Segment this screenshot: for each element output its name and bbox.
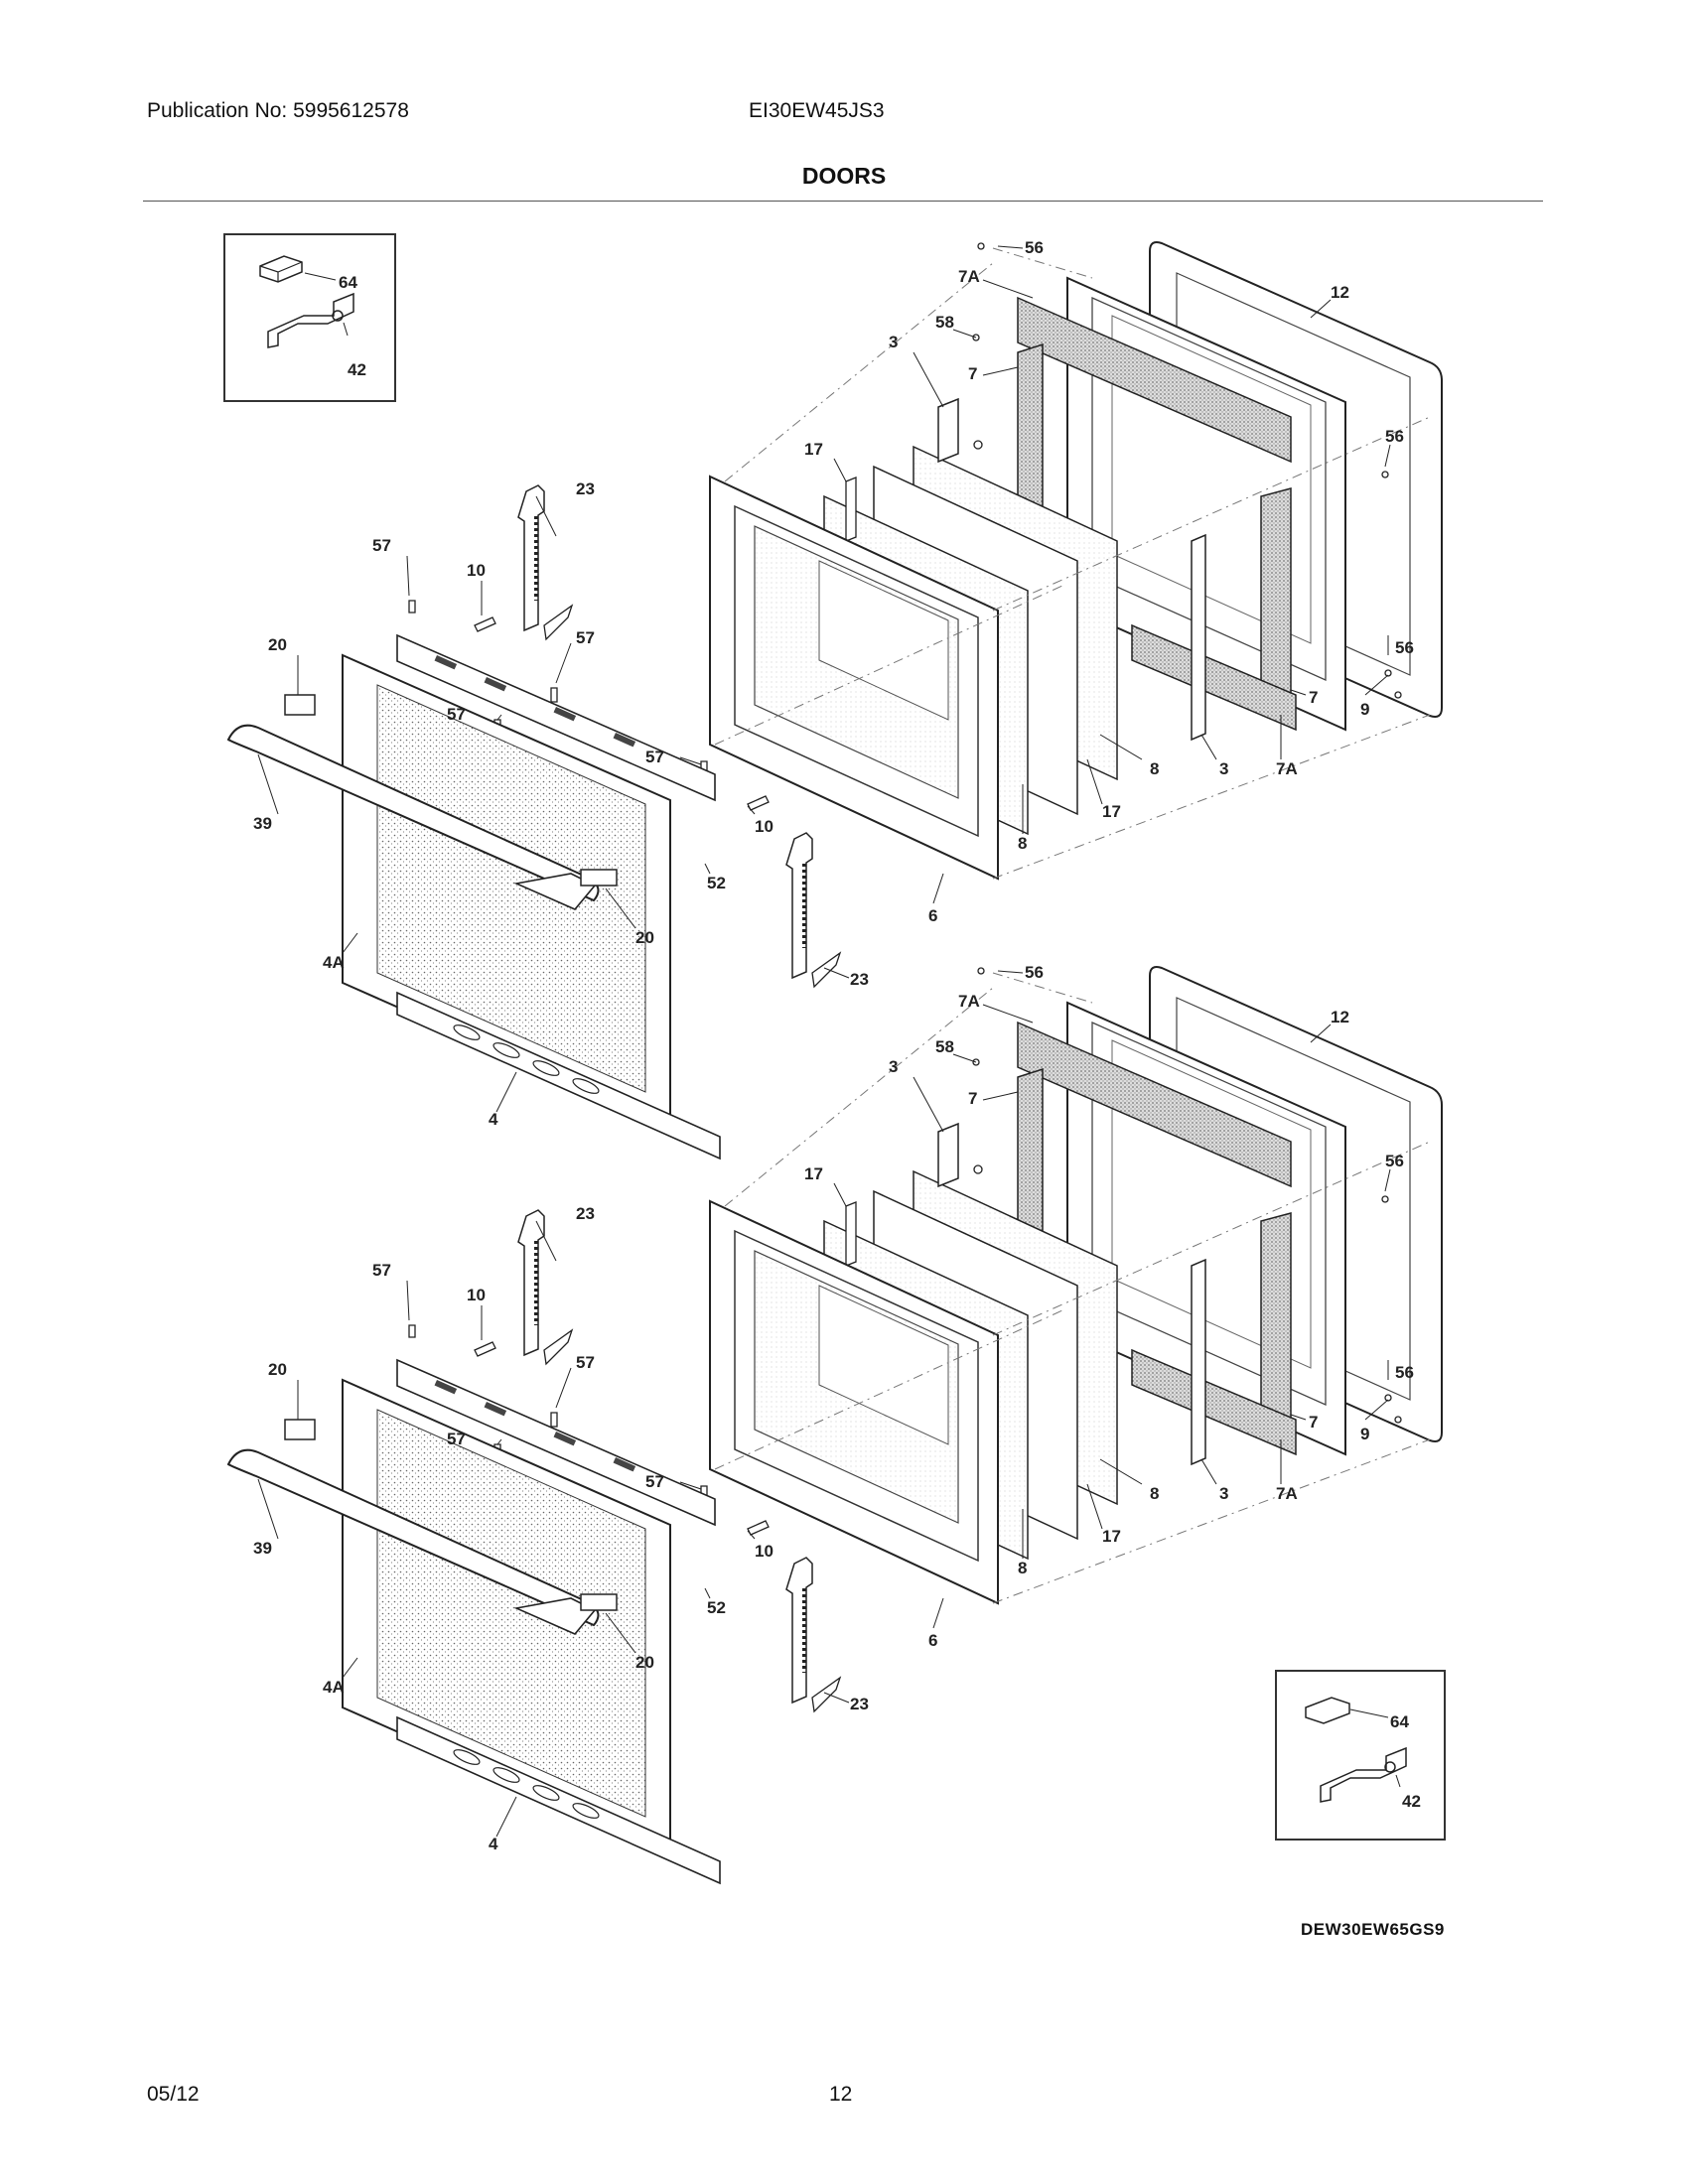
label-20: 20: [268, 635, 287, 654]
label-42: 42: [348, 360, 366, 379]
label-4: 4: [489, 1110, 498, 1129]
label-8: 8: [1018, 834, 1027, 853]
label-57: 57: [645, 748, 664, 766]
label-52: 52: [707, 874, 726, 892]
label-4A: 4A: [323, 953, 345, 972]
door-assembly-lower: [226, 961, 1444, 1885]
label-3: 3: [1219, 759, 1228, 778]
label-42-inset: 42: [1402, 1792, 1421, 1811]
label-58: 58: [935, 313, 954, 332]
publication-date: 05/12: [147, 2083, 200, 2106]
label-56: 56: [1385, 427, 1404, 446]
diagram-code: DEW30EW65GS9: [1301, 1920, 1445, 1939]
label-64-inset: 64: [1390, 1712, 1409, 1731]
label-6: 6: [928, 906, 937, 925]
label-3: 3: [889, 333, 898, 351]
inset-box-top: 64 42: [223, 233, 396, 402]
label-57: 57: [576, 628, 595, 647]
label-8: 8: [1150, 759, 1159, 778]
header-divider: [143, 201, 1543, 202]
publication-number: Publication No: 5995612578: [147, 99, 409, 122]
label-64: 64: [339, 273, 357, 292]
door-assembly-upper: 56 7A 12 58 3 7 56 17 23 57 10 20 57 57 …: [226, 238, 1443, 1160]
label-56: 56: [1395, 638, 1414, 657]
label-7A: 7A: [1276, 759, 1298, 778]
label-17: 17: [1102, 802, 1121, 821]
label-9: 9: [1360, 700, 1369, 719]
label-57: 57: [372, 536, 391, 555]
label-10: 10: [467, 561, 486, 580]
label-10: 10: [755, 817, 774, 836]
label-20: 20: [635, 928, 654, 947]
label-7A: 7A: [958, 267, 980, 286]
label-23: 23: [576, 479, 595, 498]
page-number: 12: [829, 2083, 853, 2106]
inset-box-bottom: 64 42: [1275, 1670, 1446, 1841]
label-17: 17: [804, 440, 823, 459]
label-7: 7: [1309, 688, 1318, 707]
page-title: DOORS: [801, 163, 887, 189]
label-39: 39: [253, 814, 272, 833]
label-12: 12: [1331, 283, 1349, 302]
label-23: 23: [850, 970, 869, 989]
label-57: 57: [447, 705, 466, 724]
label-56: 56: [1025, 238, 1044, 257]
model-number: EI30EW45JS3: [749, 99, 885, 122]
label-7: 7: [968, 364, 977, 383]
